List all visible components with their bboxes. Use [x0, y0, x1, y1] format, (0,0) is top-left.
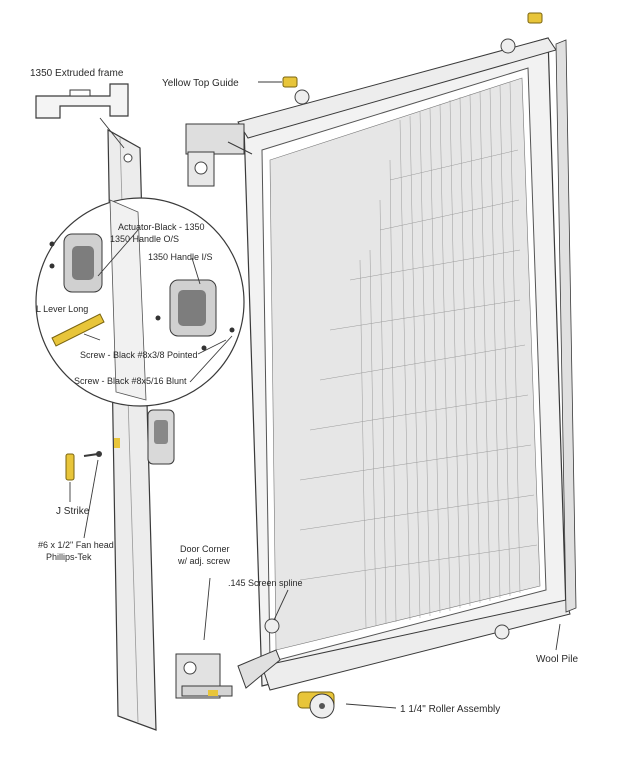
lower-corner-icon — [175, 649, 281, 699]
j-strike — [65, 453, 75, 481]
label-yellow-top-guide: Yellow Top Guide — [162, 78, 239, 89]
frame-post-hole — [123, 153, 133, 163]
leader-lines — [69, 81, 561, 709]
label-extruded-frame: 1350 Extruded frame — [30, 68, 124, 79]
label-roller-assembly: 1 1/4" Roller Assembly — [400, 704, 500, 715]
label-screen-spline: .145 Screen spline — [228, 578, 303, 588]
label-door-corner-1: Door Corner — [180, 544, 230, 554]
bottom-rail — [261, 599, 571, 691]
magnified-detail — [35, 197, 245, 407]
roller-assembly-icon — [297, 691, 335, 719]
label-wool-pile: Wool Pile — [536, 654, 578, 665]
label-door-corner-2: w/ adj. screw — [177, 556, 231, 566]
door-corner-icon — [185, 123, 253, 187]
roller-icon — [264, 38, 516, 640]
upper-corner-block — [185, 123, 245, 155]
label-screw-blunt: Screw - Black #8x5/16 Blunt — [74, 376, 187, 386]
lever-icon — [51, 313, 105, 347]
frame-post-yellow-marker — [114, 438, 120, 448]
top-guide-1 — [282, 76, 298, 88]
top-guide-2 — [527, 12, 543, 24]
label-j-strike: J Strike — [56, 506, 90, 517]
label-handle-ovs: 1350 Handle O/S — [110, 234, 179, 244]
frame-profile-shape — [35, 83, 129, 119]
top-guide-icon — [282, 12, 543, 88]
label-fan-head-2: Phillips-Tek — [46, 552, 92, 562]
screen-panel — [237, 37, 577, 691]
bottom-roller-left — [264, 618, 280, 634]
bottom-roller-right — [494, 624, 510, 640]
j-strike-icon — [65, 451, 102, 481]
top-roller-left — [294, 89, 310, 105]
label-screw-pointed: Screw - Black #8x3/8 Pointed — [80, 350, 198, 360]
screen-mesh-lines — [299, 81, 538, 629]
extrusion-profile-icon — [35, 83, 129, 119]
labels: 1350 Extruded frame Yellow Top Guide Act… — [30, 68, 578, 715]
label-fan-head-1: #6 x 1/2" Fan head — [38, 540, 114, 550]
label-lever: L Lever Long — [36, 304, 88, 314]
wool-pile-strip — [555, 39, 577, 613]
lower-corner-yellow — [208, 690, 218, 696]
top-roller-right — [500, 38, 516, 54]
label-handle-is: 1350 Handle I/S — [148, 252, 213, 262]
label-actuator: Actuator-Black - 1350 — [118, 222, 205, 232]
